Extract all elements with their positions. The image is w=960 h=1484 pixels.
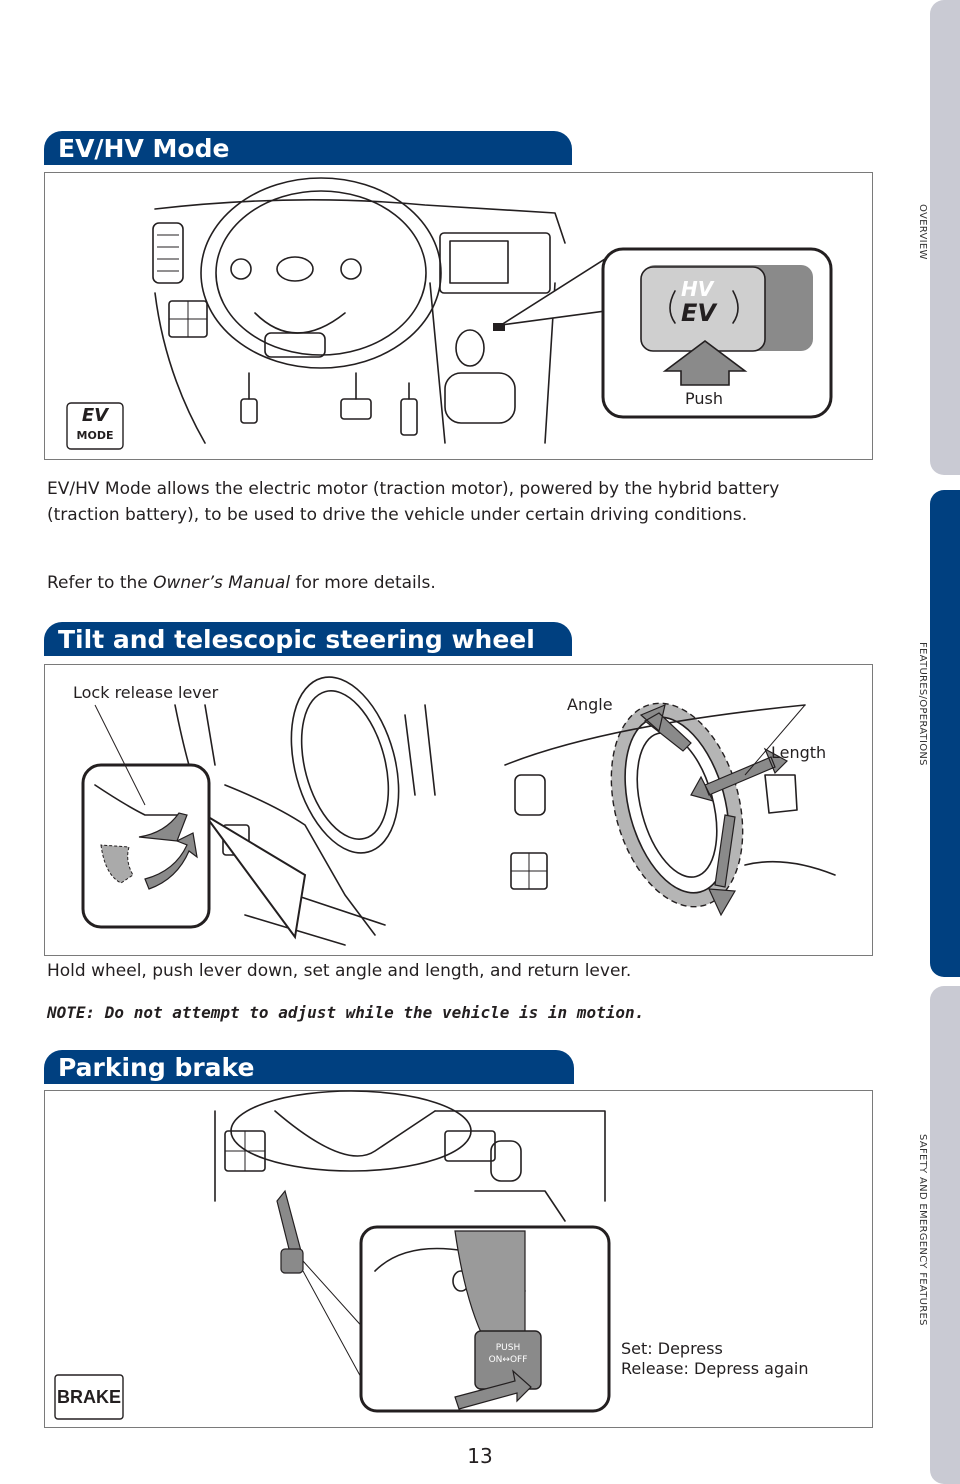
ev-refer-prefix: Refer to the <box>47 573 154 593</box>
tilt-safety-note: NOTE: Do not attempt to adjust while the… <box>47 1003 645 1022</box>
side-label-safety: SAFETY AND EMERGENCY FEATURES <box>917 1134 928 1326</box>
brake-badge-label: BRAKE <box>56 1387 121 1407</box>
push-label: Push <box>685 389 723 408</box>
parking-brake-illustration <box>54 1090 611 1420</box>
ev-section-title: EV/HV Mode <box>58 134 230 163</box>
ev-mode-badge-bottom: MODE <box>76 429 114 442</box>
page-number: 13 <box>467 1444 493 1468</box>
ev-description: EV/HV Mode allows the electric motor (tr… <box>47 479 780 525</box>
angle-label: Angle <box>567 695 613 714</box>
lock-release-lever-label: Lock release lever <box>73 683 219 702</box>
tilt-illustration-panel: Lock release lever Angle Length <box>44 664 873 956</box>
parking-section-title: Parking brake <box>58 1053 255 1082</box>
pedal-push-label: PUSH <box>495 1343 521 1353</box>
tilt-steering-illustration <box>81 676 836 946</box>
hv-button-label: HV <box>681 277 714 301</box>
side-label-features-operations: FEATURES/OPERATIONS <box>917 642 928 766</box>
tilt-section-header: Tilt and telescopic steering wheel <box>44 622 572 656</box>
ev-section-header: EV/HV Mode <box>44 131 572 165</box>
side-label-overview: OVERVIEW <box>917 204 928 260</box>
parking-illustration-panel: PUSH ON↔OFF Set: Depress Release: Depres… <box>44 1090 873 1428</box>
ev-refer-text: Refer to the Owner’s Manual for more det… <box>47 570 436 596</box>
parking-release-text: Release: Depress again <box>621 1359 809 1378</box>
ev-dashboard-illustration <box>66 177 833 450</box>
side-tab-overview[interactable] <box>930 0 960 475</box>
parking-set-text: Set: Depress <box>621 1339 723 1358</box>
ev-button-label: EV <box>681 299 716 327</box>
side-tab-safety[interactable] <box>930 986 960 1484</box>
ev-illustration-panel: HV EV Push EV MODE <box>44 172 873 460</box>
pedal-on-off-label: ON↔OFF <box>488 1355 528 1365</box>
ev-refer-suffix: for more details. <box>290 573 436 593</box>
parking-section-header: Parking brake <box>44 1050 574 1084</box>
side-tab-features-operations[interactable] <box>930 490 960 977</box>
tilt-section-title: Tilt and telescopic steering wheel <box>58 625 535 654</box>
length-label: Length <box>771 743 827 762</box>
tilt-instruction: Hold wheel, push lever down, set angle a… <box>47 961 632 981</box>
owners-manual-ref: Owner’s Manual <box>153 573 291 593</box>
ev-mode-badge-top: EV <box>81 405 109 426</box>
